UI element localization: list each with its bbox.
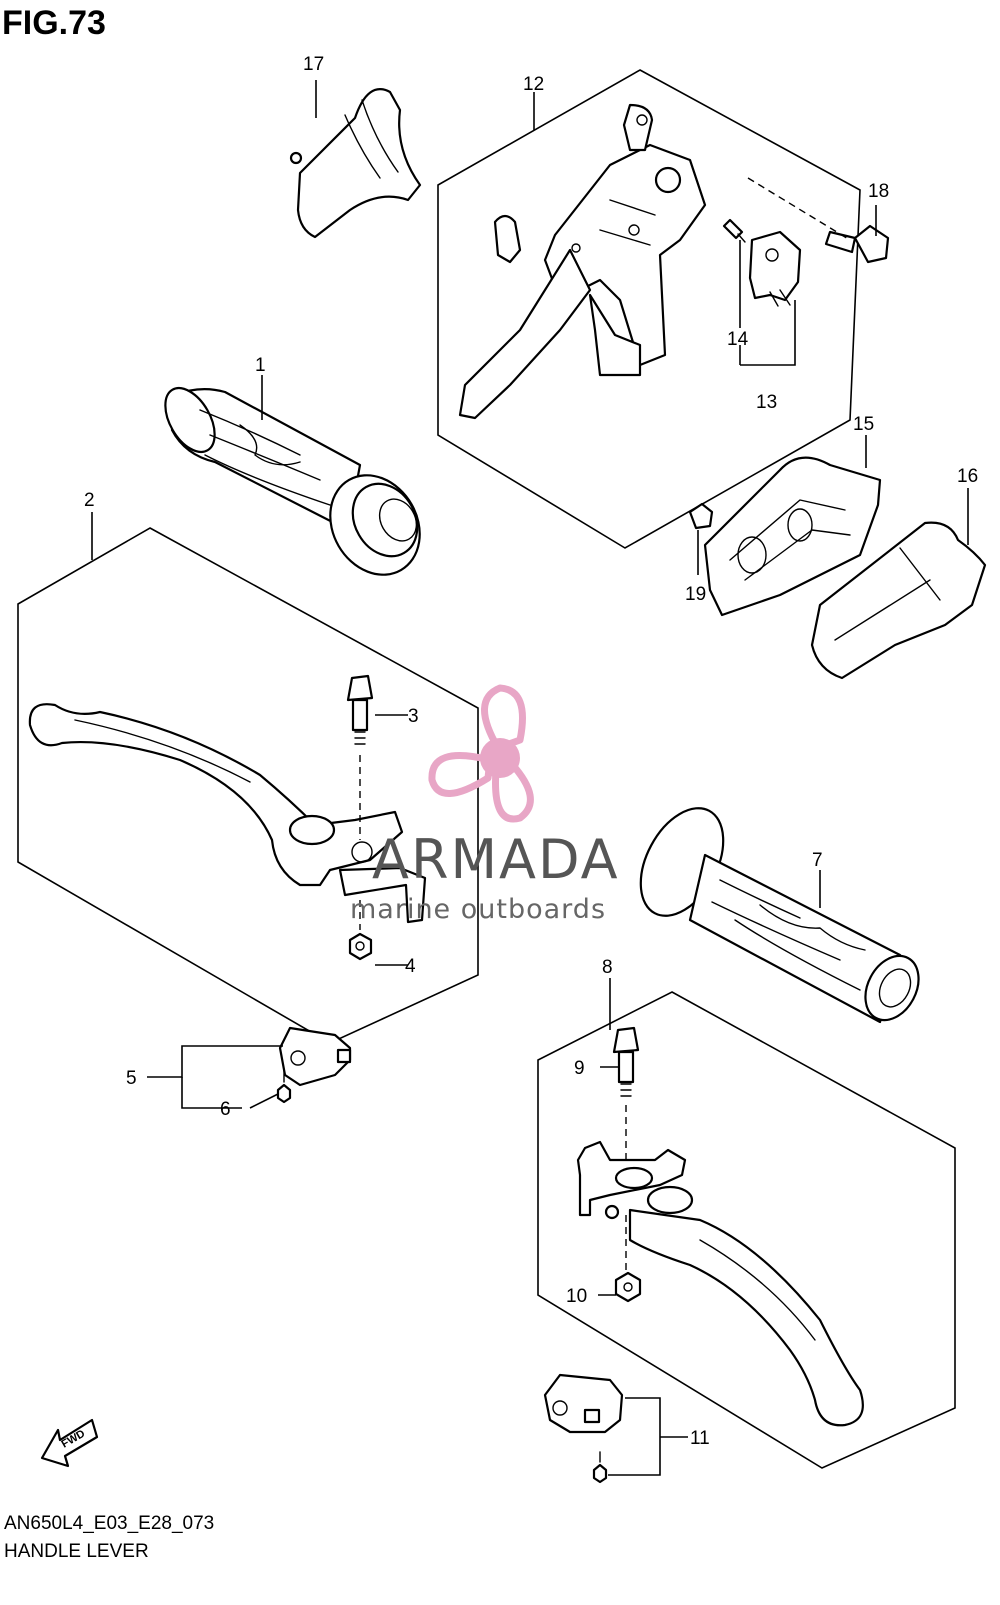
bolt-19 bbox=[688, 502, 714, 530]
nut-4 bbox=[348, 932, 373, 961]
pivot-bolt-3 bbox=[346, 674, 374, 745]
brake-switch-11 bbox=[543, 1373, 624, 1434]
callout-18: 18 bbox=[868, 181, 889, 202]
watermark: ARMADA marine outboards bbox=[350, 684, 620, 925]
switch-13 bbox=[748, 230, 802, 307]
model-code: AN650L4_E03_E28_073 bbox=[4, 1513, 215, 1534]
callout-1: 1 bbox=[255, 355, 266, 376]
dash-line-18 bbox=[747, 177, 851, 241]
housing-cover-17 bbox=[289, 88, 422, 239]
callout-8: 8 bbox=[602, 957, 613, 978]
callout-19: 19 bbox=[685, 584, 706, 605]
propeller-logo bbox=[428, 684, 534, 823]
fwd-arrow: FWD bbox=[40, 1418, 99, 1468]
leader-lines bbox=[91, 80, 969, 1476]
bolt-18 bbox=[824, 224, 890, 264]
callout-2: 2 bbox=[84, 490, 95, 511]
callout-6: 6 bbox=[220, 1099, 231, 1120]
pivot-bolt-9 bbox=[612, 1026, 640, 1097]
screw-14 bbox=[722, 218, 746, 243]
propeller-hub-icon bbox=[480, 738, 520, 778]
grip-left-1 bbox=[164, 386, 421, 576]
switch-bracket-12 bbox=[458, 103, 707, 420]
callout-17: 17 bbox=[303, 54, 324, 75]
callouts: 17 12 18 14 13 1 15 16 19 2 3 4 7 8 9 10… bbox=[84, 54, 978, 1449]
hand-guard-16 bbox=[810, 521, 987, 680]
lever-guard-15 bbox=[703, 456, 882, 617]
grip-right-7 bbox=[639, 807, 920, 1024]
callout-16: 16 bbox=[957, 466, 978, 487]
screw-11 bbox=[592, 1451, 608, 1484]
screw-6 bbox=[276, 1069, 292, 1104]
watermark-tagline: marine outboards bbox=[350, 894, 606, 925]
callout-7: 7 bbox=[812, 850, 823, 871]
section-name: HANDLE LEVER bbox=[4, 1541, 149, 1562]
callout-12: 12 bbox=[523, 74, 544, 95]
clutch-switch-5 bbox=[278, 1026, 352, 1087]
callout-11: 11 bbox=[690, 1428, 710, 1449]
callout-13: 13 bbox=[756, 392, 777, 413]
callout-5: 5 bbox=[126, 1068, 137, 1089]
callout-14: 14 bbox=[727, 329, 749, 350]
callout-10: 10 bbox=[566, 1286, 587, 1307]
callout-4: 4 bbox=[405, 956, 416, 977]
callout-9: 9 bbox=[574, 1058, 585, 1079]
watermark-brand: ARMADA bbox=[372, 828, 620, 891]
callout-3: 3 bbox=[408, 706, 419, 727]
brake-lever-8 bbox=[576, 1140, 864, 1427]
clutch-lever-2 bbox=[28, 703, 427, 924]
callout-15: 15 bbox=[853, 414, 874, 435]
nut-10 bbox=[614, 1271, 642, 1303]
group-box-12 bbox=[437, 69, 861, 549]
figure-title: FIG.73 bbox=[2, 4, 106, 42]
group-box-8 bbox=[537, 991, 956, 1469]
figure-footer: AN650L4_E03_E28_073 HANDLE LEVER bbox=[4, 1510, 214, 1566]
